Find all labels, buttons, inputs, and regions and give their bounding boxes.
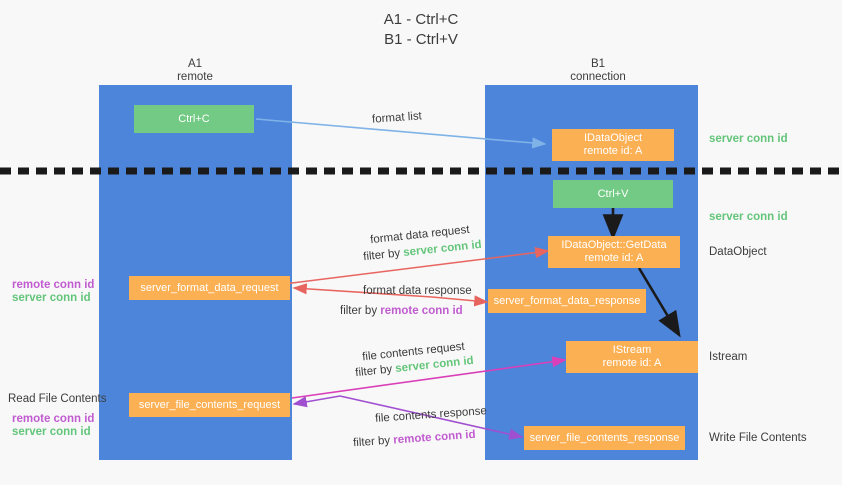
edge-label-format-data-response: format data response — [363, 285, 472, 297]
box-idataobject-getdata[interactable]: IDataObject::GetData remote id: A — [548, 236, 680, 268]
left-label-remote-conn-id-1: remote conn id — [12, 279, 95, 291]
right-label-server-conn-id-mid: server conn id — [709, 211, 788, 223]
right-label-data-object: DataObject — [709, 246, 767, 258]
left-label-read-file-contents: Read File Contents — [8, 393, 107, 405]
edge-label-format-list: format list — [371, 110, 423, 126]
box-server-file-contents-response-label: server_file_contents_response — [529, 431, 680, 444]
remote-conn-id-text-1: remote conn id — [380, 305, 463, 317]
right-label-write-file-contents: Write File Contents — [709, 432, 807, 444]
box-getdata-line1: IDataObject::GetData — [561, 239, 667, 251]
box-ctrl-c[interactable]: Ctrl+C — [134, 105, 254, 133]
filter-by-text-3: filter by — [354, 363, 396, 380]
left-label-remote-conn-id-2: remote conn id — [12, 413, 95, 425]
filter-by-text-4: filter by — [352, 434, 394, 450]
box-idataobject[interactable]: IDataObject remote id: A — [552, 129, 674, 161]
box-idataobject-line2: remote id: A — [583, 145, 643, 157]
arrow-file-contents-response-left — [292, 395, 341, 408]
box-istream-line2: remote id: A — [602, 357, 662, 369]
box-ctrl-v[interactable]: Ctrl+V — [553, 180, 673, 208]
right-label-istream: Istream — [709, 351, 748, 363]
column-a1-sub: remote — [177, 71, 213, 83]
title-line-1: A1 - Ctrl+C — [383, 11, 459, 28]
page-title: A1 - Ctrl+C B1 - Ctrl+V — [0, 10, 842, 50]
right-label-server-conn-id-top: server conn id — [709, 133, 788, 145]
column-header-b1: B1 connection — [528, 58, 668, 84]
remote-conn-id-text-2: remote conn id — [392, 428, 476, 447]
box-server-file-contents-response[interactable]: server_file_contents_response — [524, 426, 685, 450]
box-getdata-line2: remote id: A — [584, 252, 644, 264]
box-server-file-contents-request-label: server_file_contents_request — [138, 398, 281, 411]
box-ctrl-v-label: Ctrl+V — [597, 187, 629, 200]
box-server-format-data-response-label: server_format_data_response — [493, 294, 641, 307]
left-label-server-conn-id-2: server conn id — [12, 426, 91, 438]
filter-by-text-1: filter by — [362, 247, 404, 264]
box-istream[interactable]: IStream remote id: A — [566, 341, 698, 373]
box-server-format-data-response[interactable]: server_format_data_response — [488, 289, 646, 313]
left-label-server-conn-id-1: server conn id — [12, 292, 91, 304]
box-ctrl-c-label: Ctrl+C — [178, 112, 210, 125]
column-b1-sub: connection — [570, 71, 626, 83]
filter-by-text-2: filter by — [340, 305, 381, 317]
box-idataobject-line1: IDataObject — [583, 132, 643, 144]
title-line-2: B1 - Ctrl+V — [384, 31, 458, 48]
column-header-a1: A1 remote — [125, 58, 265, 84]
edge-filter-file-contents-response: filter by remote conn id — [353, 429, 476, 450]
box-istream-line1: IStream — [612, 344, 652, 356]
column-b1-name: B1 — [590, 58, 606, 70]
edge-label-file-contents-response: file contents response — [374, 405, 488, 425]
edge-filter-format-data-response: filter by remote conn id — [340, 305, 463, 317]
box-server-file-contents-request[interactable]: server_file_contents_request — [129, 393, 290, 417]
box-server-format-data-request-label: server_format_data_request — [140, 281, 279, 294]
column-a1-name: A1 — [187, 58, 203, 70]
box-server-format-data-request[interactable]: server_format_data_request — [129, 276, 290, 300]
